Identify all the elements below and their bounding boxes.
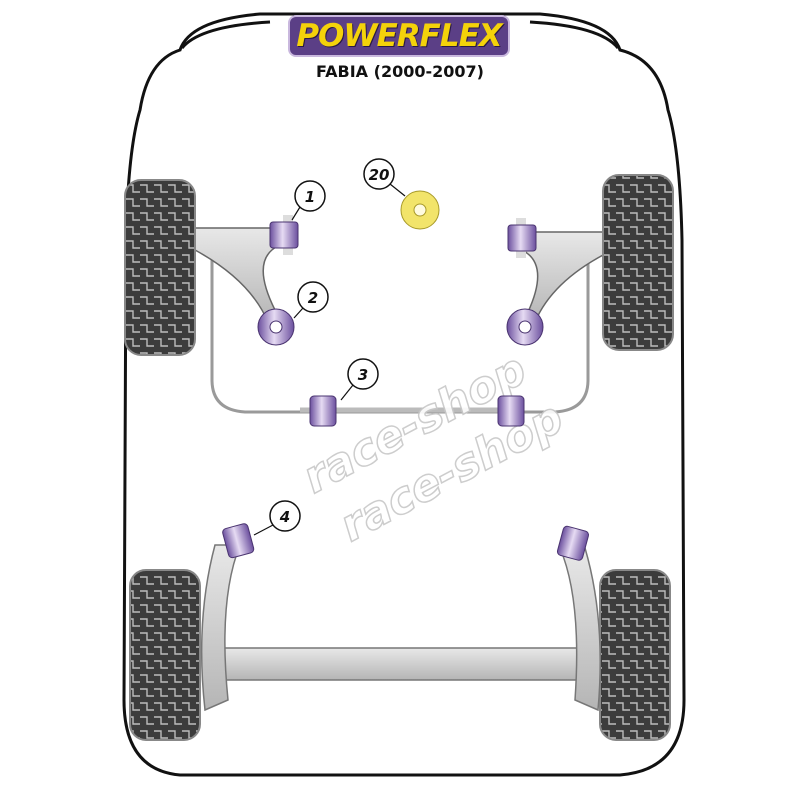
svg-text:3: 3 [358, 366, 368, 384]
rear-left-trailing-arm [200, 544, 242, 712]
callout-1: 1 [291, 180, 326, 221]
vehicle-model-title: FABIA (2000-2007) [316, 62, 484, 81]
tyre-front-left [124, 179, 196, 356]
bush-20 [400, 190, 440, 230]
rear-beam [204, 647, 598, 681]
tyre-front-right [602, 174, 674, 351]
bush-2-right [506, 308, 544, 346]
bush-4-left [222, 523, 255, 559]
windscreen-right [529, 20, 620, 50]
bush-4-right [556, 525, 590, 561]
callout-2: 2 [293, 281, 329, 319]
bush-1-right [507, 218, 537, 258]
bush-1-left [269, 215, 299, 255]
svg-text:4: 4 [279, 508, 290, 526]
rear-right-trailing-arm [558, 547, 601, 712]
svg-text:2: 2 [308, 289, 318, 307]
powerflex-logo: POWERFLEX [288, 15, 510, 57]
svg-text:1: 1 [305, 188, 315, 206]
callout-20: 20 [363, 158, 406, 197]
tyre-rear-left [129, 569, 201, 741]
svg-text:20: 20 [369, 166, 390, 184]
bush-3-left [309, 395, 337, 427]
callout-3: 3 [340, 358, 379, 401]
bush-2-left [257, 308, 295, 346]
callout-4: 4 [253, 500, 301, 536]
tyre-rear-right [599, 569, 671, 741]
car-body-outline [122, 12, 686, 777]
bush-3-right [497, 395, 525, 427]
windscreen-left [180, 20, 271, 50]
